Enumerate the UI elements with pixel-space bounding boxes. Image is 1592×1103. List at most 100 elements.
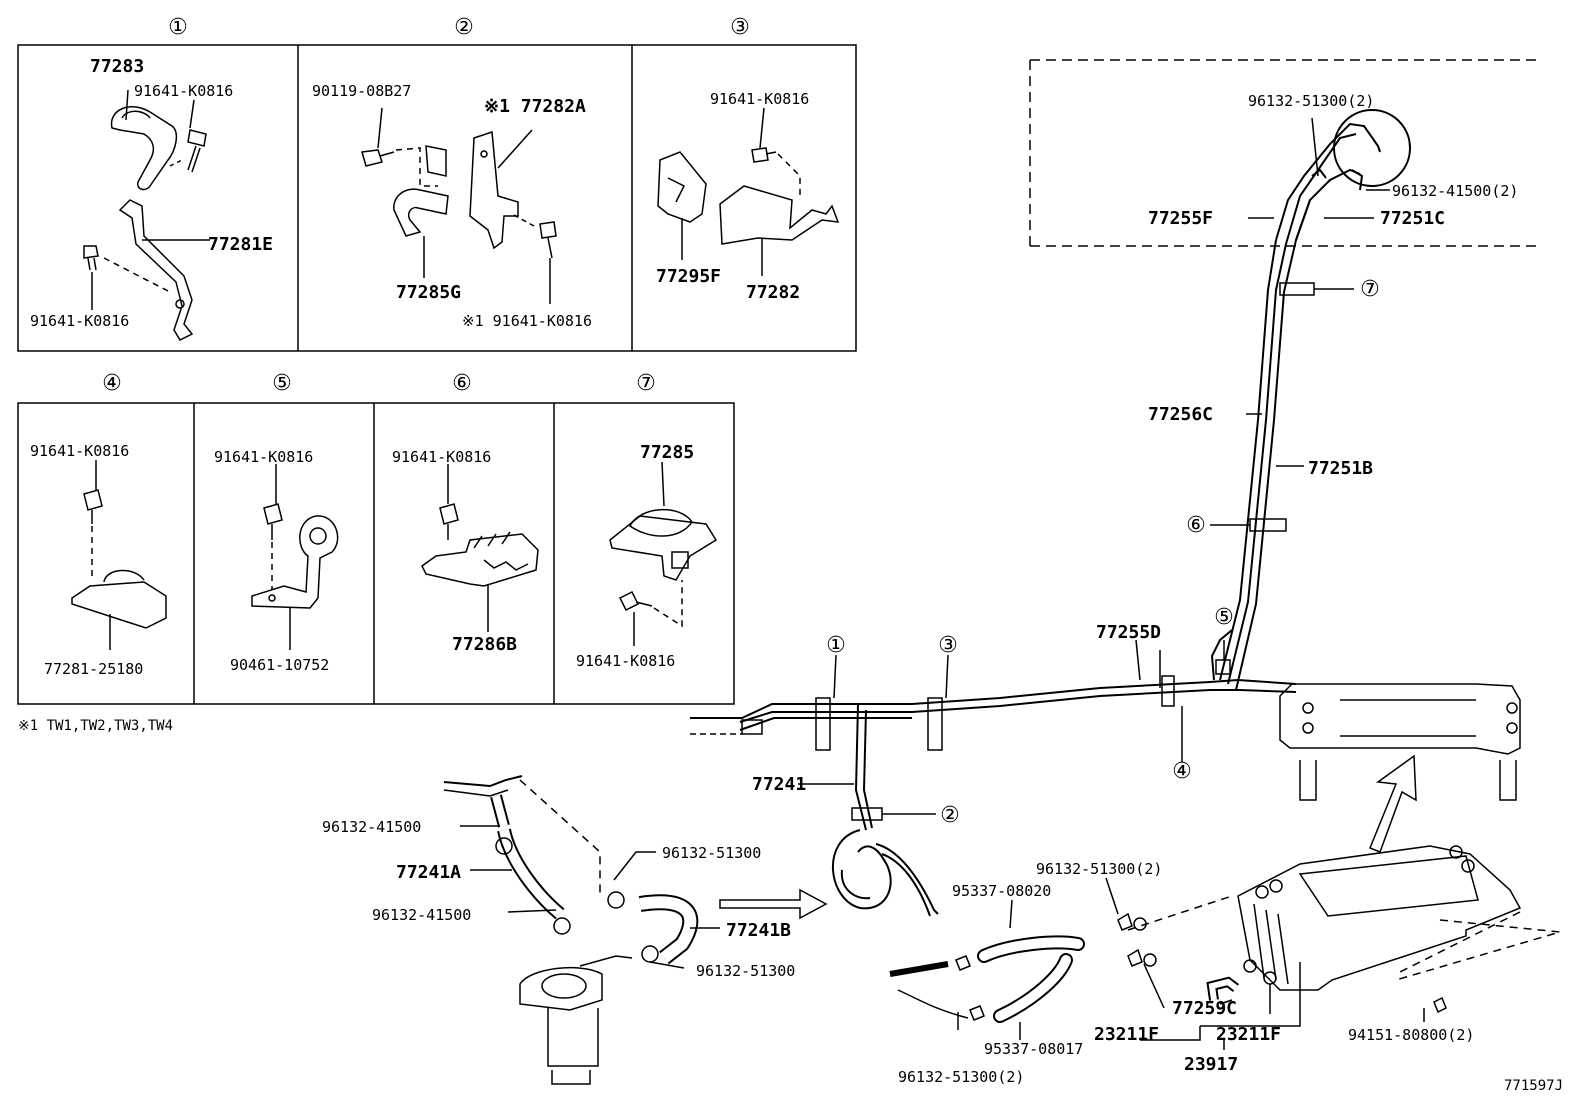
part-label: 77285G (396, 282, 461, 303)
gasket-icon (1143, 953, 1157, 967)
part-label: 23211F (1094, 1024, 1159, 1045)
bracket-77281E (118, 199, 194, 341)
clamp-77295F (657, 151, 707, 223)
bolt-icon (439, 503, 459, 540)
part-label: 77256C (1148, 404, 1213, 425)
part-label: 91641-K0816 (392, 448, 491, 466)
bracket-77282A (469, 130, 519, 250)
circle-label-2: ② (454, 15, 474, 40)
part-label: 77259C (1172, 998, 1237, 1019)
clip-icon (553, 917, 571, 935)
clamp-90461-10752 (251, 515, 339, 609)
bolt-icon (263, 503, 283, 540)
bolt-icon (539, 221, 557, 259)
canister (1237, 845, 1522, 991)
part-label: 96132-41500 (322, 818, 421, 836)
fuel-pump (519, 966, 603, 1085)
part-label: ※1 91641-K0816 (462, 312, 592, 330)
part-label: 91641-K0816 (30, 442, 129, 460)
circle-marker-4: ④ (1172, 759, 1192, 784)
part-label: 77282 (746, 282, 800, 303)
diagram-code: 771597J (1504, 1078, 1563, 1094)
circle-marker-1: ① (826, 633, 846, 658)
part-label: 77283 (90, 56, 144, 77)
bolt-icon (83, 245, 99, 271)
filler-pipes (1275, 109, 1411, 245)
clamp-77281-25180 (71, 569, 167, 629)
circle-label-6: ⑥ (452, 371, 472, 396)
part-label: 77251C (1380, 208, 1445, 229)
part-label: 96132-51300(2) (898, 1068, 1024, 1086)
clamp-77285G (393, 145, 449, 237)
circle-label-7: ⑦ (636, 371, 656, 396)
part-label: 91641-K0816 (576, 652, 675, 670)
clip-icon (641, 945, 659, 963)
clamp-77283 (110, 106, 178, 191)
gasket-icon (1243, 959, 1257, 973)
bolt-icon (618, 590, 653, 612)
circle-label-3: ③ (730, 15, 750, 40)
part-label: 95337-08017 (984, 1040, 1083, 1058)
bolt-icon (361, 149, 395, 167)
circle-marker-6: ⑥ (1186, 513, 1206, 538)
part-label: 77251B (1308, 458, 1373, 479)
part-label: 96132-41500(2) (1392, 182, 1518, 200)
part-label: 96132-51300 (662, 844, 761, 862)
arrow-up-icon (1369, 754, 1417, 853)
bottom-parts-frame (17, 402, 735, 705)
circle-marker-5: ⑤ (1214, 605, 1234, 630)
circled-numbers: ① ② ③ ④ ⑤ ⑥ ⑦ ① ③ ④ ⑤ ⑥ ⑦ ② (102, 15, 1380, 828)
circle-label-5: ⑤ (272, 371, 292, 396)
clamp-marker-3 (927, 697, 943, 751)
clip-icon (495, 837, 513, 855)
part-label: 95337-08020 (952, 882, 1051, 900)
part-label: 77281-25180 (44, 660, 143, 678)
part-label: 77241A (396, 862, 461, 883)
part-label: 23917 (1184, 1054, 1238, 1075)
arrow-right-icon (719, 888, 828, 920)
part-label: 77295F (656, 266, 721, 287)
circle-label-1: ① (168, 15, 188, 40)
part-label: 96132-41500 (372, 906, 471, 924)
part-label: 90119-08B27 (312, 82, 411, 100)
part-label: 77281E (208, 234, 273, 255)
part-label: 23211F (1216, 1024, 1281, 1045)
gasket-icon (1263, 971, 1277, 985)
part-label: 94151-80800(2) (1348, 1026, 1474, 1044)
crossmember (1279, 683, 1521, 801)
circle-marker-2: ② (940, 803, 960, 828)
bracket-77282 (719, 185, 840, 245)
part-label: 91641-K0816 (134, 82, 233, 100)
part-label: 90461-10752 (230, 656, 329, 674)
circle-label-4: ④ (102, 371, 122, 396)
footnote: ※1 TW1,TW2,TW3,TW4 (18, 718, 173, 734)
clamp-marker-5 (1215, 659, 1231, 675)
part-label: 91641-K0816 (214, 448, 313, 466)
part-label: 91641-K0816 (30, 312, 129, 330)
circle-marker-3: ③ (938, 633, 958, 658)
bolt-icon (187, 129, 207, 173)
circle-marker-7: ⑦ (1360, 277, 1380, 302)
bolt-icon (751, 147, 777, 163)
part-label: 77241B (726, 920, 791, 941)
part-label: 77255D (1096, 622, 1161, 643)
gasket-icon (1133, 917, 1147, 931)
clamp-marker-4 (1161, 675, 1175, 707)
part-label: 77285 (640, 442, 694, 463)
part-label: 77286B (452, 634, 517, 655)
part-label: 77241 (752, 774, 806, 795)
clamp-marker-2 (851, 807, 883, 821)
clamp-marker-1 (815, 697, 831, 751)
clamp-77286B (421, 531, 539, 587)
top-parts-frame (17, 44, 857, 352)
bolt-icon (83, 489, 103, 524)
clamp-77285 (609, 509, 718, 581)
part-label: 96132-51300(2) (1248, 92, 1374, 110)
part-label: ※1 77282A (484, 96, 586, 117)
part-label: 77255F (1148, 208, 1213, 229)
part-label: 96132-51300 (696, 962, 795, 980)
part-label: 91641-K0816 (710, 90, 809, 108)
clip-icon (607, 891, 625, 909)
